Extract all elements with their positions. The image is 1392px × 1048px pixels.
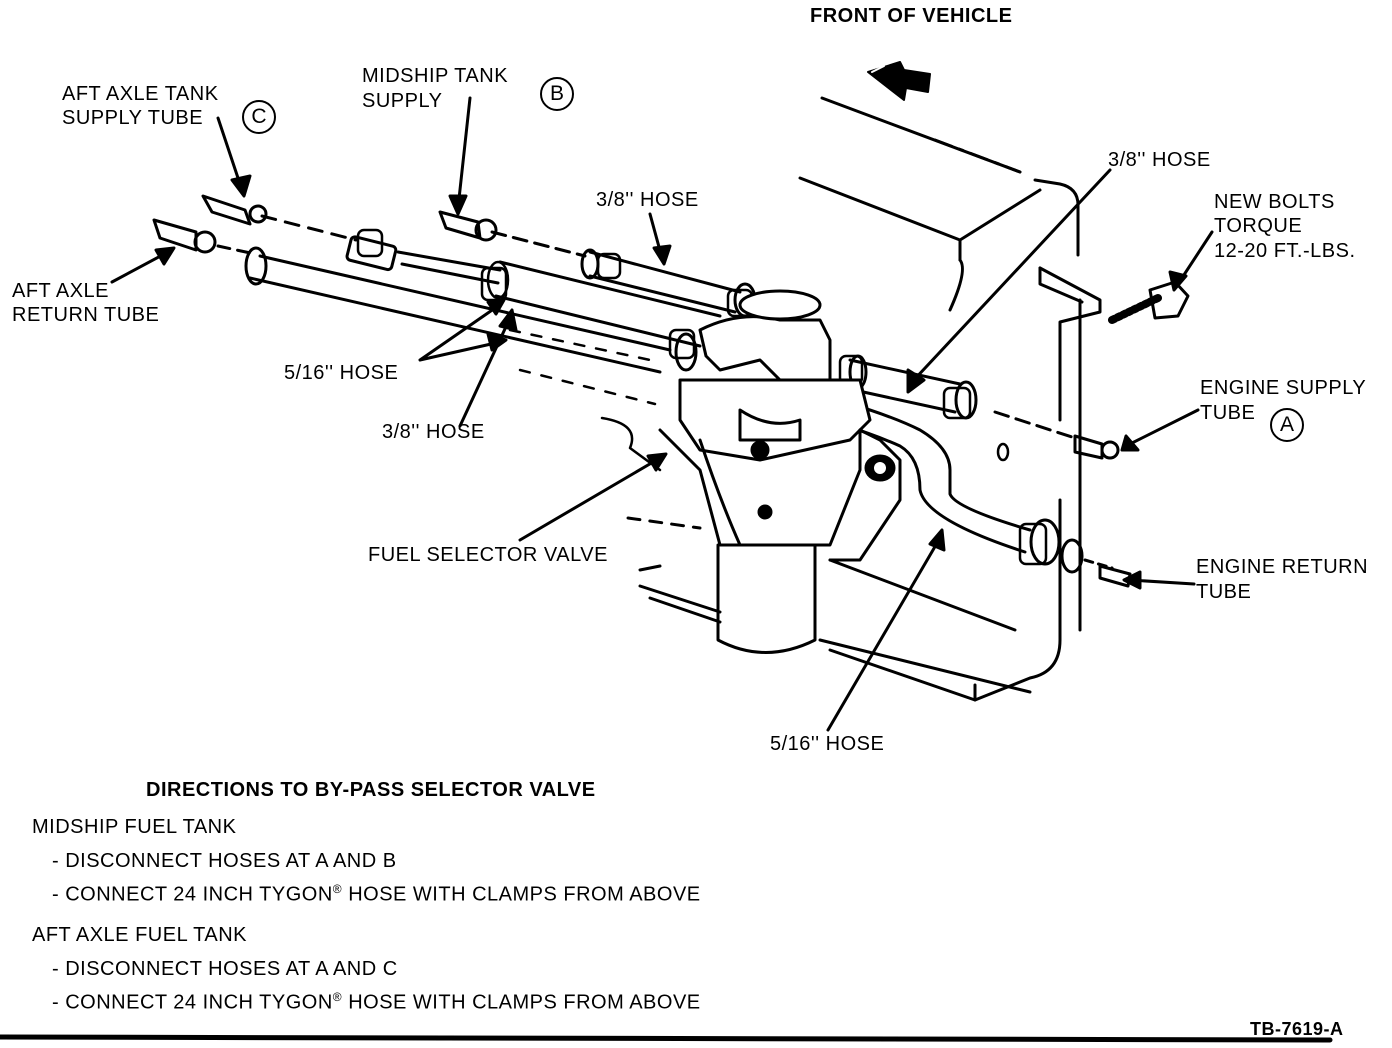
circle-b-marker: B <box>540 77 574 111</box>
circle-c-marker: C <box>242 100 276 134</box>
engine-supply-label-line2: TUBE <box>1200 402 1256 424</box>
new-bolts-label-line1: NEW BOLTS <box>1214 191 1335 213</box>
leader-arrows <box>110 96 1214 732</box>
aft-axle-tank-heading: AFT AXLE FUEL TANK <box>32 924 247 946</box>
new-bolts-label-line3: 12-20 FT.-LBS. <box>1214 240 1356 262</box>
new-bolts-label-line2: TORQUE <box>1214 215 1303 237</box>
front-of-vehicle-label: FRONT OF VEHICLE <box>810 5 1013 27</box>
engine-supply-label-line1: ENGINE SUPPLY <box>1200 377 1367 399</box>
aft-step-2: - CONNECT 24 INCH TYGON® HOSE WITH CLAMP… <box>52 990 701 1014</box>
aft-step-1: - DISCONNECT HOSES AT A AND C <box>52 958 398 980</box>
front-arrow-icon <box>867 61 931 101</box>
engine-return-label-line1: ENGINE RETURN <box>1196 556 1369 578</box>
midship-supply-label-line1: MIDSHIP TANK <box>362 65 509 87</box>
valve-body <box>600 289 902 654</box>
fuel-selector-valve-label: FUEL SELECTOR VALVE <box>368 544 608 566</box>
fuel-lines <box>216 214 1114 574</box>
hose-3-8-label-right: 3/8'' HOSE <box>1108 149 1211 171</box>
hose-3-8-label-top: 3/8'' HOSE <box>596 189 699 211</box>
aft-axle-return-label-line2: RETURN TUBE <box>12 304 160 326</box>
bottom-rule <box>0 1034 1333 1043</box>
midship-step-2: - CONNECT 24 INCH TYGON® HOSE WITH CLAMP… <box>52 882 701 906</box>
midship-supply-label-line2: SUPPLY <box>362 90 443 112</box>
tube-fittings <box>152 194 1190 588</box>
aft-axle-return-label-line1: AFT AXLE <box>12 280 110 302</box>
midship-tank-heading: MIDSHIP FUEL TANK <box>32 816 237 838</box>
engine-return-label-line2: TUBE <box>1196 581 1252 603</box>
circle-a-marker: A <box>1270 408 1304 442</box>
hose-5-16-label-bottom: 5/16'' HOSE <box>770 733 885 755</box>
directions-title: DIRECTIONS TO BY-PASS SELECTOR VALVE <box>146 779 596 801</box>
hose-5-16-label-left: 5/16'' HOSE <box>284 362 399 384</box>
hose-3-8-label-lower: 3/8'' HOSE <box>382 421 485 443</box>
midship-step-1: - DISCONNECT HOSES AT A AND B <box>52 850 397 872</box>
aft-axle-supply-label-line2: SUPPLY TUBE <box>62 107 204 129</box>
aft-axle-supply-label-line1: AFT AXLE TANK <box>62 83 219 105</box>
figure-id: TB-7619-A <box>1250 1019 1344 1039</box>
